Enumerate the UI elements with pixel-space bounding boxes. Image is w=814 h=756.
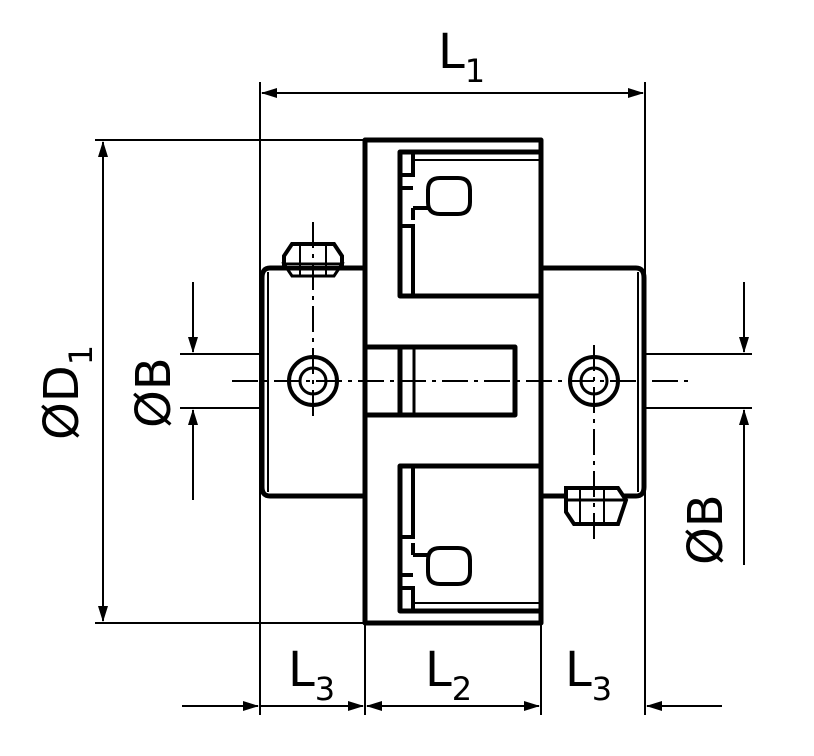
middle-insert [365, 344, 518, 418]
label-diameter-b-left: ØB [126, 357, 182, 428]
label-diameter-d1: ØD1 [34, 345, 100, 440]
label-l3-right: L3 [565, 642, 612, 708]
right-hub [541, 265, 647, 499]
left-hub [259, 265, 365, 499]
set-screw-bottom [564, 486, 629, 526]
center-lines [232, 222, 690, 540]
label-l2: L2 [425, 642, 472, 708]
label-l1: L1 [438, 24, 485, 90]
lower-jaw [397, 463, 541, 614]
spider-details [400, 152, 541, 611]
label-diameter-b-right: ØB [678, 494, 734, 565]
extension-lines [95, 82, 752, 715]
upper-jaw [397, 149, 541, 299]
label-l3-left: L3 [288, 642, 335, 708]
dimension-lines [98, 88, 749, 711]
